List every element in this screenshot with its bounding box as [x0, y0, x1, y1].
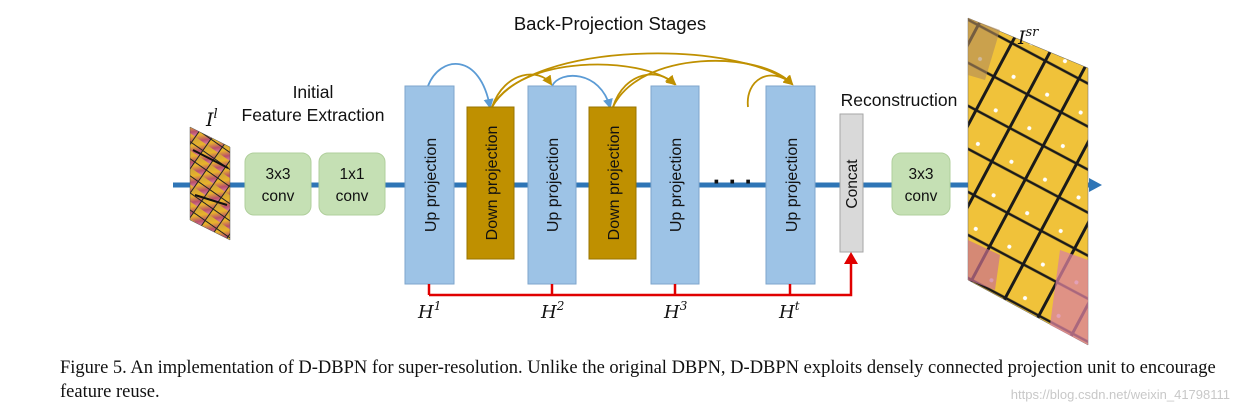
conv1-line1: 3x3 [266, 166, 291, 183]
up-projection-label-3: Up projection [668, 138, 685, 232]
output-image [967, 17, 1089, 346]
up-projection-block-3: Up projection [650, 85, 700, 285]
up-projection-label-t: Up projection [784, 138, 801, 232]
reconstruction-label: Reconstruction [841, 90, 958, 110]
dense-arrow-gold-4 [612, 73, 676, 108]
dense-arrow-gold-3 [491, 52, 794, 108]
main-flow-arrowhead [1089, 178, 1102, 192]
dense-arrow-gold-2 [491, 63, 677, 108]
dbpn-diagram: Back-Projection Stages Initial Feature E… [173, 13, 1102, 346]
initial-label-line1: Initial [293, 82, 334, 102]
up-projection-label-2: Up projection [545, 138, 562, 232]
initial-label-line2: Feature Extraction [242, 105, 385, 125]
conv2-line1: 1x1 [340, 166, 365, 183]
conv1-line2: conv [262, 188, 295, 205]
ellipsis: · · · [713, 166, 753, 196]
up-projection-block-t: Up projection [765, 85, 816, 285]
conv2-line2: conv [336, 188, 369, 205]
output-label: Isr [1017, 25, 1039, 49]
conv3-line2: conv [905, 188, 938, 205]
h-label-2: H2 [540, 299, 564, 323]
skip-connections [427, 252, 858, 297]
dense-arrow-gold-5 [612, 59, 794, 108]
down-projection-block-1: Down projection [466, 106, 515, 260]
input-label: Il [205, 107, 218, 131]
h-label-t: Ht [778, 299, 800, 323]
up-projection-label-1: Up projection [423, 138, 440, 232]
watermark: https://blog.csdn.net/weixin_41798111 [1010, 387, 1230, 402]
down-projection-label-1: Down projection [484, 126, 501, 241]
conv-3x3-recon-block: 3x3 conv [891, 152, 951, 216]
h-label-1: H1 [417, 299, 441, 323]
dense-arrow-blue-2 [551, 74, 613, 109]
conv-3x3-block: 3x3 conv [244, 152, 312, 216]
input-image [189, 126, 231, 241]
down-projection-block-2: Down projection [588, 106, 637, 260]
down-projection-label-2: Down projection [606, 126, 623, 241]
up-projection-block-2: Up projection [527, 85, 577, 285]
figure-caption: Figure 5. An implementation of D-DBPN fo… [60, 358, 1216, 402]
conv-1x1-block: 1x1 conv [318, 152, 386, 216]
dense-arrow-gold-6 [747, 74, 793, 108]
up-projection-block-1: Up projection [404, 85, 455, 285]
concat-label: Concat [844, 159, 861, 209]
conv3-line1: 3x3 [909, 166, 934, 183]
dense-arrow-blue-1 [427, 63, 494, 109]
concat-block: Concat [839, 113, 864, 253]
h-label-3: H3 [663, 299, 688, 323]
dense-arrow-gold-1 [491, 73, 553, 108]
back-projection-title: Back-Projection Stages [514, 13, 706, 34]
